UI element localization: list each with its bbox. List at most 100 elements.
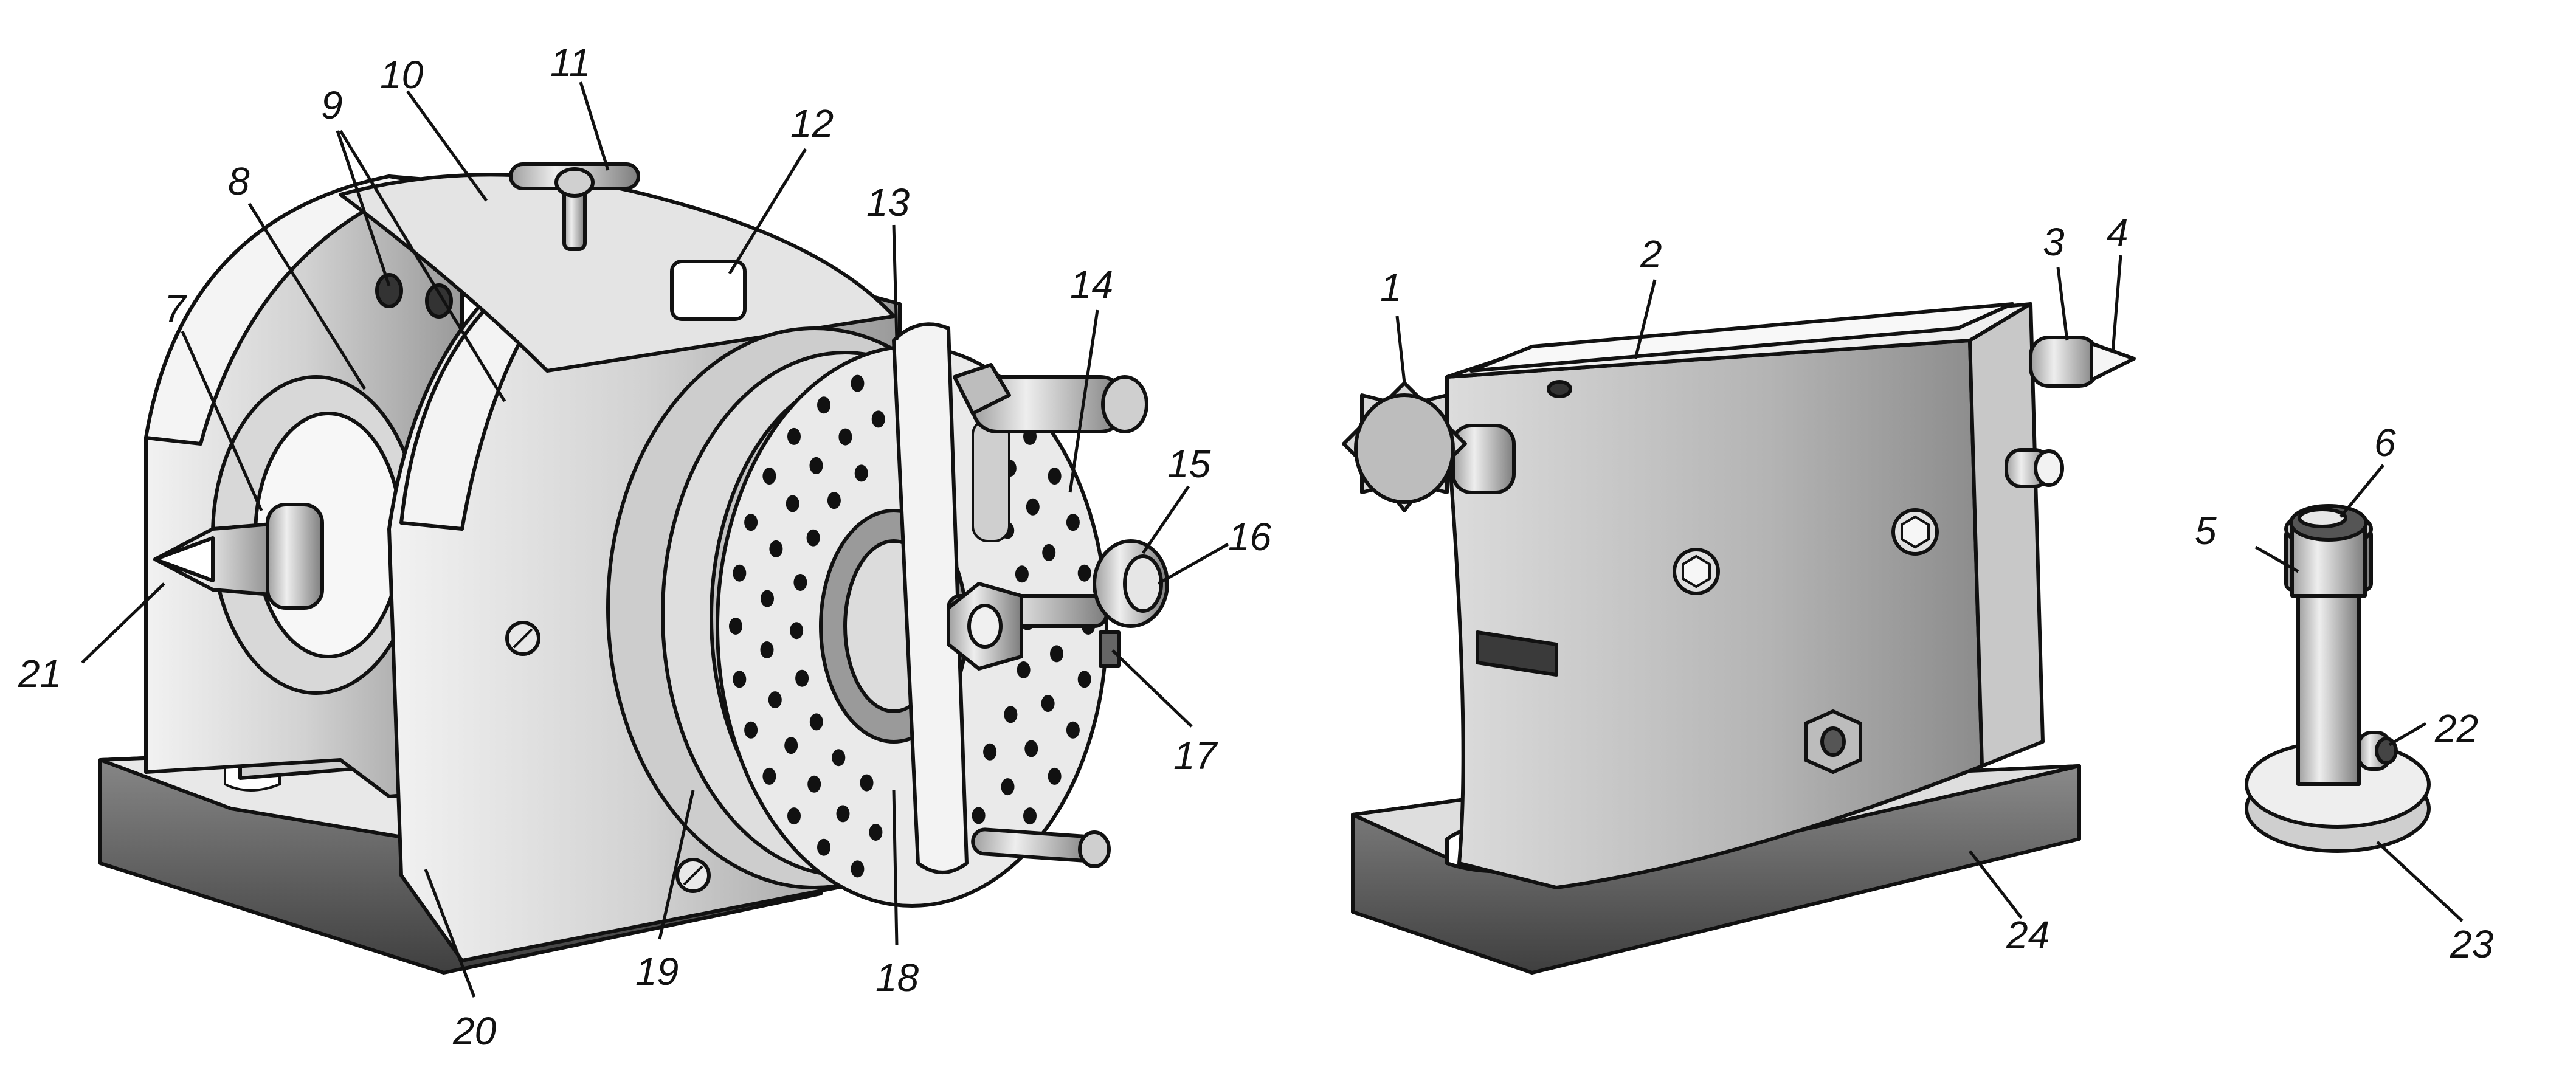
index-hole [1066, 721, 1080, 739]
index-hole [860, 774, 874, 792]
label-24: 24 [2006, 913, 2049, 957]
index-hole [1004, 706, 1018, 723]
index-hole [806, 529, 820, 547]
index-hole [1066, 514, 1080, 531]
index-hole [1017, 661, 1031, 678]
leader-16 [1157, 542, 1229, 585]
label-14: 14 [1070, 263, 1113, 306]
leader-8 [247, 202, 367, 390]
index-hole [761, 590, 774, 607]
label-8: 8 [228, 159, 250, 203]
index-hole [787, 807, 801, 825]
index-hole [729, 618, 742, 635]
leader-9a [336, 130, 391, 286]
leader-15 [1141, 485, 1190, 554]
index-hole [760, 641, 774, 658]
leader-7 [181, 330, 263, 512]
label-16: 16 [1228, 515, 1272, 559]
top-drum [339, 173, 896, 373]
label-3: 3 [2043, 220, 2065, 264]
leader-17 [1111, 649, 1193, 728]
bottom-lever [971, 827, 1111, 868]
index-hole [817, 396, 830, 414]
leader-19 [658, 790, 695, 940]
drum-hole-b [425, 283, 453, 319]
spindle-center [153, 503, 324, 610]
index-hole [809, 713, 823, 731]
index-hole [784, 737, 798, 754]
index-hole [827, 492, 841, 509]
index-hole [817, 838, 830, 856]
leader-11 [579, 81, 610, 171]
leader-20 [424, 869, 476, 998]
tailstock [1342, 302, 2136, 975]
label-2: 2 [1640, 232, 1662, 276]
label-5: 5 [2195, 509, 2217, 553]
label-1: 1 [1380, 266, 1402, 309]
label-17: 17 [1173, 734, 1218, 778]
leader-9b [339, 129, 506, 402]
index-hole [851, 374, 865, 392]
leader-lines [81, 81, 2464, 998]
label-21: 21 [18, 652, 61, 695]
label-20: 20 [452, 1009, 497, 1053]
housing-screw-a [505, 621, 540, 656]
index-hole [807, 775, 821, 793]
star-knob [1342, 381, 1516, 512]
label-11: 11 [550, 41, 590, 85]
leader-2 [1634, 279, 1657, 359]
index-hole [1050, 645, 1063, 663]
crank-handle-top [953, 363, 1148, 433]
inspection-window [670, 260, 747, 321]
side-knob [2005, 448, 2064, 488]
label-23: 23 [2450, 922, 2494, 966]
support-column [2296, 564, 2361, 786]
tailstock-bolt-a [1673, 548, 1720, 595]
index-hole [787, 427, 801, 445]
leader-22 [2388, 722, 2427, 747]
body-hole-top [1547, 380, 1572, 398]
label-4: 4 [2107, 211, 2129, 255]
side-slot [1476, 630, 1558, 677]
index-hole [744, 721, 758, 739]
index-hole [762, 468, 776, 485]
tailstock-quill [2029, 336, 2136, 388]
index-hole [983, 743, 997, 761]
leader-24 [1969, 850, 2023, 919]
label-18: 18 [875, 956, 919, 999]
leader-13 [892, 224, 899, 341]
leader-10 [406, 90, 488, 202]
index-hole [790, 622, 804, 640]
index-hole [869, 824, 883, 841]
crank-plunger [947, 539, 1169, 671]
label-15: 15 [1167, 442, 1211, 486]
housing-screw-b [675, 858, 711, 893]
leader-1 [1395, 316, 1406, 384]
leader-21 [81, 582, 165, 664]
tailstock-nut [1804, 709, 1862, 774]
index-hole [793, 574, 807, 591]
index-hole [854, 464, 868, 482]
leader-23 [2376, 841, 2464, 922]
label-12: 12 [790, 102, 834, 145]
leader-18 [892, 790, 899, 946]
leader-6 [2339, 464, 2384, 518]
index-hole [1024, 740, 1038, 757]
tailstock-bolt-b [1891, 508, 1939, 556]
leader-12 [728, 148, 807, 275]
index-hole [768, 691, 782, 709]
index-hole [838, 428, 852, 446]
index-hole [762, 767, 776, 785]
index-hole [972, 807, 986, 824]
index-hole [832, 749, 846, 767]
index-hole [769, 540, 783, 557]
label-22: 22 [2434, 706, 2478, 750]
index-hole [1077, 671, 1091, 688]
leader-3 [2056, 267, 2069, 341]
leader-14 [1068, 309, 1099, 493]
index-hole [744, 514, 758, 531]
index-hole [871, 410, 885, 428]
label-9: 9 [321, 83, 343, 127]
label-7: 7 [164, 287, 187, 331]
